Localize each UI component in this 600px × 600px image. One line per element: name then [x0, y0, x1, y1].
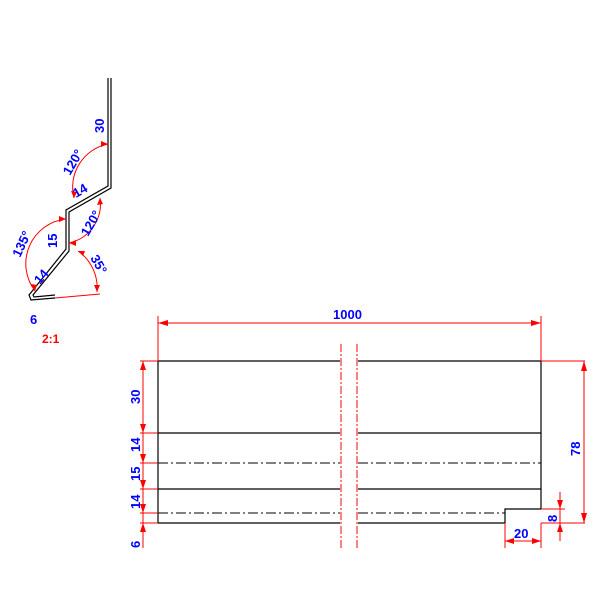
arrowhead [101, 141, 108, 147]
angle-arc-upper [72, 143, 109, 199]
scale-label: 2:1 [42, 332, 60, 346]
label-side-14a: 14 [128, 437, 143, 452]
arrowhead [557, 523, 563, 532]
label-lower-slope: 14 [31, 266, 52, 287]
label-notch-width: 20 [514, 526, 528, 541]
label-angle-upper: 120° [60, 147, 86, 178]
arrowhead [78, 251, 85, 256]
arrowhead [140, 504, 146, 513]
label-angle-hem: 35° [87, 252, 110, 277]
arrowhead [140, 523, 146, 532]
label-notch-height: 8 [545, 515, 560, 522]
label-hem: 6 [30, 312, 37, 327]
arrowhead [581, 513, 587, 523]
label-side-6: 6 [128, 541, 143, 548]
arrowhead [94, 285, 100, 292]
label-side-15: 15 [128, 467, 143, 481]
arrowhead [531, 320, 541, 326]
arrowhead [158, 320, 168, 326]
label-overall-length: 1000 [333, 307, 362, 322]
arrowhead [59, 216, 66, 222]
arrowhead [505, 538, 514, 544]
arrowhead [97, 198, 103, 205]
angle-arc-left [25, 218, 67, 292]
arrowhead [557, 500, 563, 509]
label-overall-height: 78 [568, 442, 583, 456]
arrowhead [581, 361, 587, 371]
label-top-flange: 30 [92, 119, 107, 133]
label-vertical-web: 15 [45, 234, 60, 248]
arrowhead [532, 538, 541, 544]
arrowhead [140, 480, 146, 489]
label-side-14b: 14 [128, 494, 143, 509]
label-side-30: 30 [128, 390, 143, 404]
plan-view: 1000 30 14 15 14 6 78 8 [128, 307, 587, 548]
arrowhead [69, 240, 76, 246]
profile-section: 30 120° 14 120° 15 135° 14 35° 6 2:1 [9, 78, 112, 346]
profile-outline-inner [32, 78, 112, 298]
arrowhead [140, 361, 146, 370]
arrowhead [140, 424, 146, 433]
arrowhead [31, 284, 37, 291]
arrowhead [140, 454, 146, 463]
profile-outline-outer [28, 78, 109, 301]
extension-line [54, 293, 101, 299]
arrowhead [71, 191, 77, 198]
notch-outline [504, 508, 541, 523]
